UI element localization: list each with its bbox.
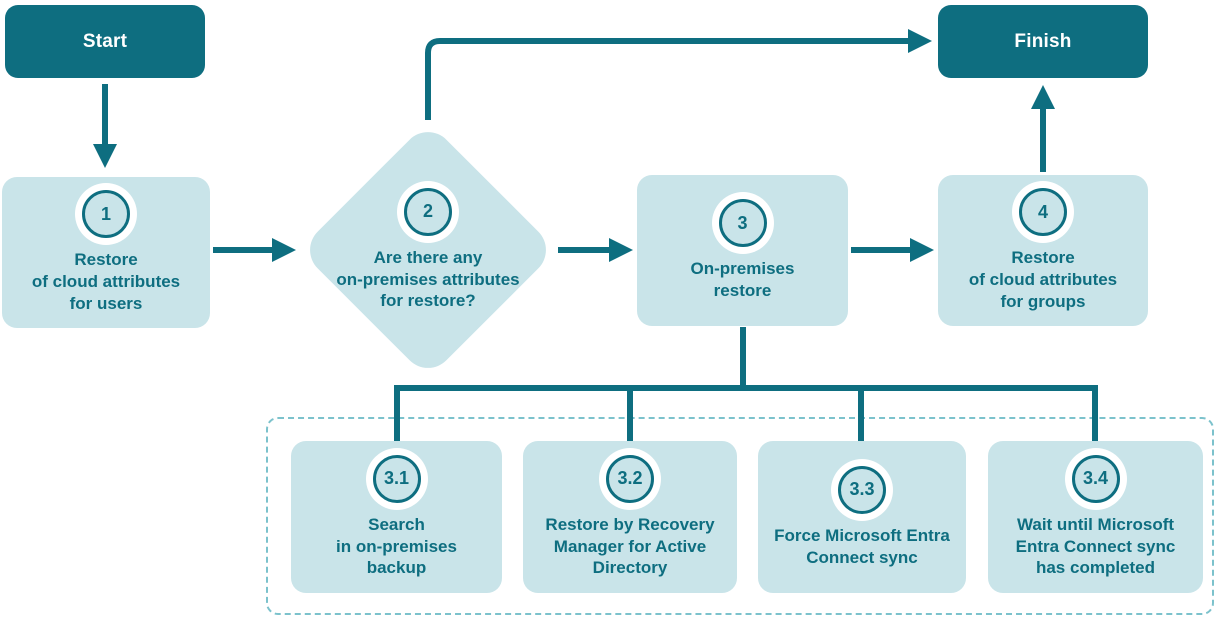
step-3-node: 3 On-premises restore [637,175,848,326]
substep-3-3-number-badge: 3.3 [838,465,886,514]
step-2-number-badge: 2 [404,187,452,236]
arrow-2-to-finish [425,29,932,120]
step-4-number-badge: 4 [1019,188,1067,237]
step-3-label: On-premises restore [690,259,795,300]
substep-3-4-number-badge: 3.4 [1071,454,1120,503]
start-label: Start [82,30,128,52]
substep-3-2-label: Restore by Recovery Manager for Active D… [545,514,715,578]
step-3-number-badge: 3 [718,199,767,248]
step-4-number: 4 [1037,201,1048,222]
substep-3-1-label: Search in on-premises backup [336,514,457,578]
substep-3-4-node: 3.4 Wait until Microsoft Entra Connect s… [988,441,1203,593]
substep-3-2-node: 3.2 Restore by Recovery Manager for Acti… [523,441,737,593]
substep-3-1-number: 3.1 [383,468,410,489]
step-1-label: Restore of cloud attributes for users [31,250,181,313]
step-4-node: 4 Restore of cloud attributes for groups [938,175,1148,326]
finish-node: Finish [938,5,1148,78]
substep-3-1-node: 3.1 Search in on-premises backup [291,441,502,593]
step-1-number: 1 [100,203,111,224]
substep-3-2-number: 3.2 [617,468,643,489]
start-node: Start [5,5,205,78]
step-2-decision-node: 2 Are there any on-premises attributes f… [299,121,557,379]
substep-3-4-number: 3.4 [1082,468,1109,489]
step-1-node: 1 Restore of cloud attributes for users [2,177,210,328]
step-2-number: 2 [422,201,433,222]
step-2-label: Are there any on-premises attributes for… [336,247,520,311]
substeps-dashed-container [266,417,1214,615]
step-3-number: 3 [737,212,748,233]
substep-3-3-label: Force Microsoft Entra Connect sync [774,525,950,567]
substep-3-4-label: Wait until Microsoft Entra Connect sync … [1015,514,1176,578]
substep-3-2-number-badge: 3.2 [606,454,654,503]
step-4-label: Restore of cloud attributes for groups [968,248,1118,311]
step-1-number-badge: 1 [82,190,130,239]
substep-3-3-number: 3.3 [849,479,875,500]
finish-label: Finish [1014,30,1072,52]
substep-3-1-number-badge: 3.1 [372,454,421,503]
substep-3-3-node: 3.3 Force Microsoft Entra Connect sync [758,441,966,593]
